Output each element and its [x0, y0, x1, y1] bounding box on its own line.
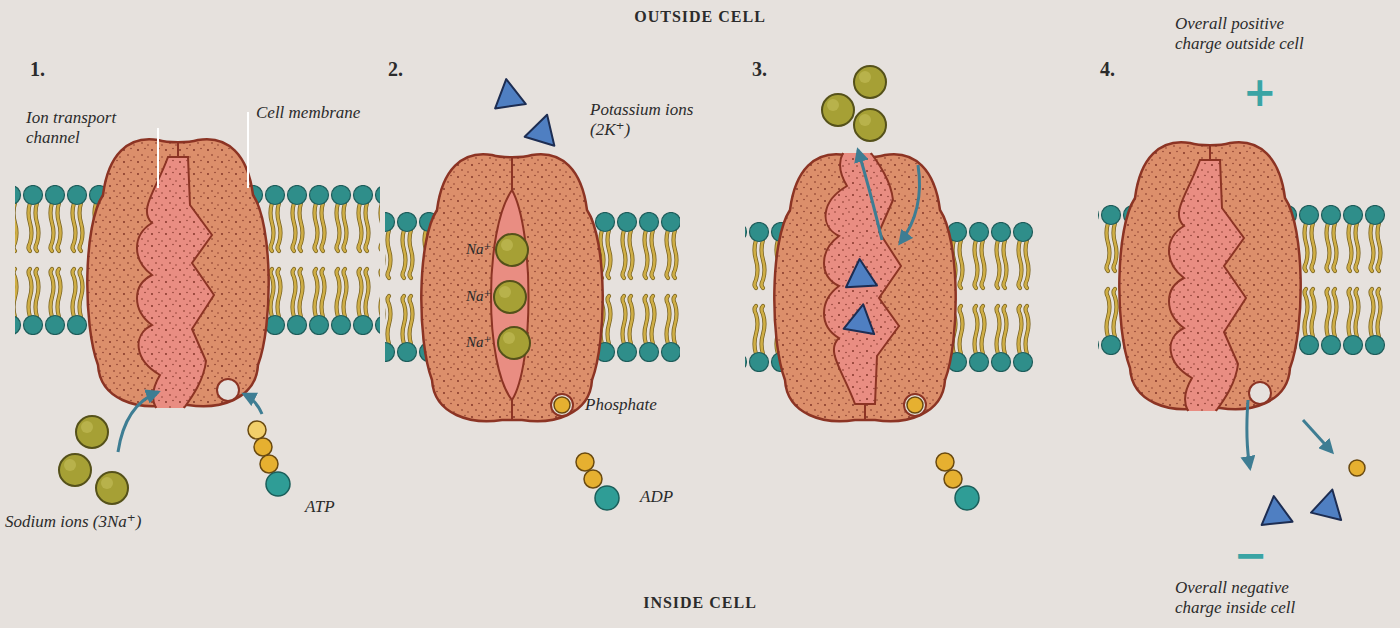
charge-symbol: + — [1243, 72, 1277, 112]
movement-arrow — [244, 394, 262, 414]
ion-transport-channel — [421, 154, 602, 421]
charge-label: Overall negative charge inside cell — [1175, 578, 1325, 617]
step-number: 2. — [388, 58, 403, 81]
movement-arrow — [1303, 420, 1332, 452]
step-number: 1. — [30, 58, 45, 81]
potassium-ions — [490, 76, 561, 145]
sodium-ions — [494, 234, 530, 359]
callout-label: Potassium ions (2K⁺) — [590, 100, 715, 139]
callout-label: Phosphate — [585, 395, 657, 415]
callout-label: Sodium ions (3Na⁺) — [5, 512, 141, 532]
ion-transport-channel — [1119, 142, 1300, 411]
movement-arrow — [900, 165, 920, 243]
ion-label: Na⁺ — [466, 240, 491, 258]
callout-label: ATP — [305, 497, 335, 517]
movement-arrow — [1247, 400, 1250, 468]
callout-label: Ion transport channel — [26, 108, 151, 147]
sodium-ions — [59, 416, 128, 504]
charge-symbol: − — [1234, 535, 1268, 575]
movement-arrow — [118, 392, 158, 452]
ion-transport-channel — [87, 139, 268, 408]
region-heading: OUTSIDE CELL — [634, 8, 766, 26]
phosphate-group — [1349, 460, 1365, 476]
callout-label: ADP — [640, 487, 673, 507]
adp-molecule — [576, 453, 619, 510]
leader-line — [247, 112, 249, 188]
ion-label: Na⁺ — [466, 333, 491, 351]
region-heading: INSIDE CELL — [643, 594, 757, 612]
leader-line — [157, 128, 159, 188]
ion-label: Na⁺ — [466, 287, 491, 305]
ion-transport-channel — [774, 153, 955, 421]
potassium-ions — [843, 258, 878, 334]
adp-molecule — [936, 453, 979, 510]
sodium-ions — [822, 66, 886, 141]
movement-arrow — [858, 150, 882, 240]
potassium-ions — [1258, 486, 1347, 526]
charge-label: Overall positive charge outside cell — [1175, 14, 1325, 53]
callout-label: Cell membrane — [256, 103, 360, 123]
step-number: 3. — [752, 58, 767, 81]
atp-molecule — [248, 421, 290, 496]
step-number: 4. — [1100, 58, 1115, 81]
